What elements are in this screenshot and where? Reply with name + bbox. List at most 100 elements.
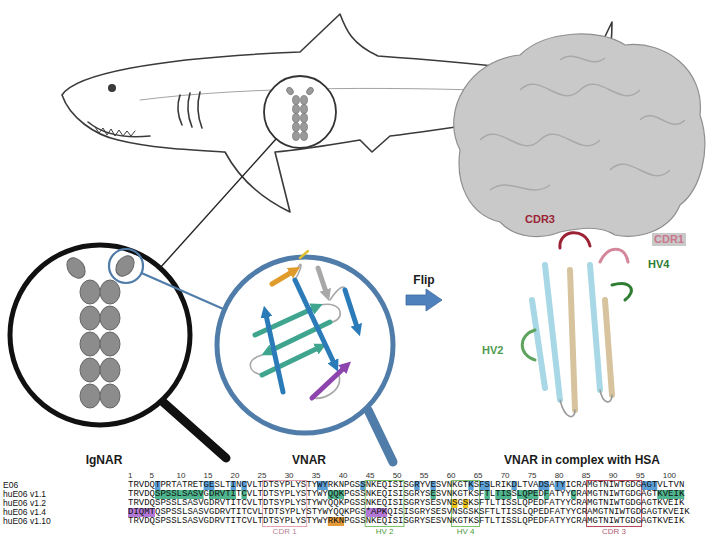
sequence-row: TRVDQSPSSLSASVGDRVTITCVLTDTSYPLYSTYWYQQK… <box>128 490 684 499</box>
position-number: 95 <box>636 471 645 480</box>
hsa-complex-part-part <box>612 284 631 300</box>
shark-magnifier-part-part <box>293 96 300 105</box>
position-number: 5 <box>150 471 154 480</box>
shark-magnifier-part-part <box>293 132 300 141</box>
position-number: 65 <box>474 471 483 480</box>
vnar-lens-part <box>250 251 357 398</box>
vnar-lens-part-part <box>255 308 314 335</box>
shark-drawing-part <box>198 92 202 128</box>
ignar-lens-part-part <box>80 280 100 304</box>
position-number: 1 <box>128 471 132 480</box>
sequence-row: TRVDQSPSSLSASVGDRVTITCVLTDTSYPLYSTYWYQQK… <box>128 499 684 508</box>
shark-magnifier-part-part <box>293 123 300 132</box>
shark-magnifier-part-part <box>293 105 300 114</box>
sequence-name: E06 <box>3 481 18 490</box>
ignar-lens-part-part <box>100 384 120 408</box>
region-label: HV 4 <box>457 527 475 536</box>
ignar-lens-part-part <box>80 332 100 356</box>
sequence-name: huE06 v1.10 <box>3 517 51 526</box>
ignar-lens-part-part <box>100 280 120 304</box>
shark-magnifier-part-part <box>301 132 308 141</box>
vnar-lens-part <box>217 257 393 433</box>
structure-label: HV4 <box>646 258 671 271</box>
figure-panel: IgNAR <box>8 243 200 469</box>
position-number: 10 <box>177 471 186 480</box>
sequence-name: huE06 v1.1 <box>3 490 46 499</box>
panel-caption: VNAR in complex with HSA <box>445 453 716 467</box>
ignar-lens-part-part <box>80 306 100 330</box>
hsa-complex-part-part <box>600 249 628 262</box>
sequence-row: TRVDQSPSSLSASVGDRVTITCVLTDTSYPLYSTYWYRKN… <box>128 517 684 526</box>
position-number: 50 <box>393 471 402 480</box>
vnar-lens <box>217 251 393 462</box>
caption-stack: VNAR in complex with HSA <box>445 453 716 467</box>
ignar-lens-part-part <box>100 332 120 356</box>
hsa-complex-part-part <box>560 400 575 417</box>
hsa-complex <box>454 34 705 417</box>
shark-magnifier-part-part <box>301 114 308 123</box>
caption-stack: IgNAR <box>8 453 200 467</box>
figure-panel: VNAR <box>215 255 403 469</box>
hsa-complex-part <box>454 34 705 237</box>
structure-label: CDR3 <box>523 213 557 226</box>
position-number: 90 <box>609 471 618 480</box>
hsa-complex-part-part <box>570 270 575 410</box>
region-label: CDR 1 <box>273 527 297 536</box>
hsa-complex-part-part <box>600 390 612 402</box>
position-number: 70 <box>501 471 510 480</box>
ignar-lens-part-part <box>63 254 89 281</box>
flip-arrow <box>406 289 442 311</box>
position-number: 55 <box>420 471 429 480</box>
shark-magnifier-part-part <box>301 123 308 132</box>
vnar-lens-part-part <box>300 251 308 258</box>
zoom-line-part <box>160 139 276 268</box>
shark-magnifier-part-part <box>293 114 300 123</box>
ignar-lens-part-part <box>100 358 120 382</box>
hsa-complex-part-part <box>640 116 685 125</box>
hsa-complex-part <box>480 56 685 190</box>
shark-magnifier-part <box>285 86 315 140</box>
panel-caption: VNAR <box>215 453 403 467</box>
figure-panel: VNAR in complex with HSA <box>445 26 716 469</box>
hsa-complex-part-part <box>560 56 605 61</box>
vnar-lens-part-part <box>262 348 318 375</box>
vnar-lens-part-part <box>318 268 326 292</box>
vnar-lens-part <box>368 410 393 462</box>
sequence-name: huE06 v1.4 <box>3 508 46 517</box>
shark-magnifier-part <box>264 76 336 148</box>
shark-magnifier-part-part <box>305 86 315 96</box>
position-number: 85 <box>582 471 591 480</box>
hsa-complex-part <box>522 233 631 417</box>
ignar-lens-part-part <box>80 358 100 382</box>
ignar-lens-part <box>163 402 226 458</box>
structure-label: CDR1 <box>652 233 686 246</box>
ignar-lens-part <box>142 273 225 310</box>
position-number: 60 <box>447 471 456 480</box>
ignar-lens-part-part <box>100 306 120 330</box>
shark-drawing-part <box>178 95 182 125</box>
caption-stack: VNAR <box>215 453 403 467</box>
position-number: 25 <box>258 471 267 480</box>
ignar-lens <box>10 245 226 458</box>
sequence-row: DIQMTQSPSSLSASVGDRVTITCVLTDTSYPLYSTYWYQQ… <box>128 508 690 517</box>
ignar-lens-part-part <box>80 384 100 408</box>
vnar-lens-part-part <box>272 272 292 284</box>
ignar-lens-part <box>63 252 138 408</box>
position-number: 35 <box>312 471 321 480</box>
vnar-lens-part-part <box>295 264 301 280</box>
shark-magnifier-part-part <box>301 96 308 105</box>
shark-magnifier <box>264 76 336 148</box>
shark-drawing-part <box>95 127 135 136</box>
position-number: 40 <box>339 471 348 480</box>
edge-label: Flip <box>413 273 434 287</box>
hsa-complex-part-part <box>560 233 590 248</box>
hsa-complex-part-part <box>520 84 640 96</box>
hsa-complex-part-part <box>490 185 550 190</box>
hsa-complex-part-part <box>590 265 600 390</box>
position-number: 45 <box>366 471 375 480</box>
shark-drawing-part <box>188 93 192 127</box>
position-number: 20 <box>231 471 240 480</box>
